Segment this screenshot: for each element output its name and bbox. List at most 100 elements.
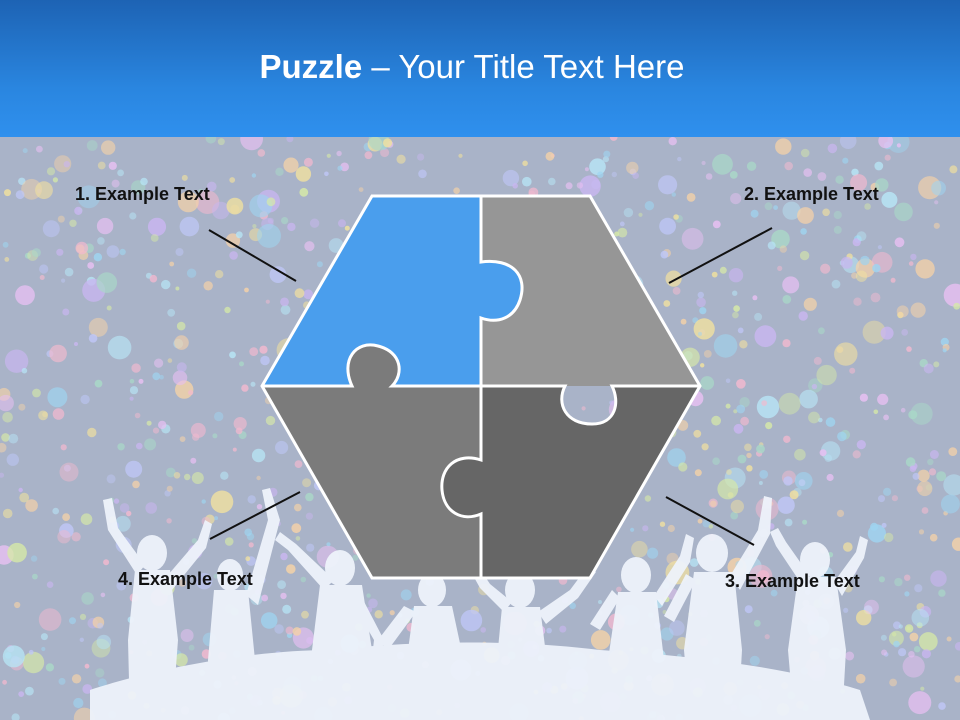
confetti-dot <box>680 318 687 325</box>
confetti-dot <box>713 334 738 358</box>
confetti-dot <box>905 457 916 467</box>
confetti-dot <box>126 510 132 517</box>
confetti-dot <box>30 555 38 562</box>
confetti-dot <box>873 409 879 415</box>
confetti-dot <box>609 137 618 141</box>
confetti-dot <box>73 707 95 720</box>
confetti-dot <box>374 610 383 619</box>
confetti-dot <box>59 523 74 538</box>
confetti-dot <box>598 600 602 604</box>
confetti-dot <box>117 443 125 451</box>
confetti-dot <box>856 440 866 450</box>
confetti-dot <box>106 245 120 258</box>
confetti-dot <box>775 138 792 155</box>
confetti-dot <box>176 362 187 373</box>
confetti-dot <box>717 478 739 500</box>
confetti-dot <box>719 266 727 274</box>
confetti-dot <box>860 255 870 266</box>
confetti-dot <box>294 503 302 512</box>
confetti-dot <box>659 217 676 235</box>
confetti-dot <box>875 178 889 192</box>
confetti-dot <box>266 197 276 207</box>
confetti-dot <box>697 291 704 299</box>
confetti-dot <box>191 538 198 544</box>
confetti-dot <box>181 174 188 181</box>
confetti-dot <box>274 624 284 634</box>
confetti-dot <box>750 209 759 218</box>
confetti-dot <box>896 143 902 148</box>
title-rest: – Your Title Text Here <box>362 48 685 85</box>
confetti-dot <box>2 645 25 668</box>
confetti-dot <box>107 335 132 360</box>
confetti-dot <box>352 554 359 561</box>
confetti-dot <box>4 349 29 373</box>
confetti-dot <box>396 154 406 164</box>
confetti-dot <box>559 625 567 633</box>
confetti-dot <box>136 442 143 450</box>
confetti-dot <box>700 363 705 368</box>
confetti-dot <box>677 156 682 162</box>
confetti-dot <box>306 543 315 552</box>
confetti-dot <box>400 589 412 601</box>
confetti-dot <box>864 203 871 210</box>
confetti-dot <box>834 342 858 366</box>
confetti-dot <box>940 337 949 346</box>
confetti-dot <box>295 536 301 541</box>
confetti-dot <box>816 364 837 386</box>
confetti-dot <box>97 678 107 688</box>
confetti-dot <box>831 279 841 289</box>
confetti-dot <box>303 157 313 167</box>
confetti-dot <box>74 206 83 215</box>
confetti-dot <box>660 627 674 641</box>
confetti-dot <box>904 624 914 633</box>
confetti-dot <box>777 496 795 514</box>
confetti-dot <box>196 573 213 590</box>
confetti-dot <box>803 168 812 177</box>
confetti-dot <box>52 177 59 183</box>
confetti-dot <box>833 225 842 234</box>
confetti-dot <box>164 490 171 497</box>
confetti-dot <box>921 507 929 514</box>
confetti-dot <box>754 325 777 348</box>
confetti-dot <box>880 326 894 340</box>
confetti-dot <box>188 390 194 396</box>
confetti-dot <box>912 472 920 480</box>
confetti-dot <box>929 450 939 459</box>
confetti-dot <box>56 248 64 256</box>
confetti-dot <box>251 448 266 463</box>
confetti-dot <box>849 367 856 374</box>
confetti-dot <box>579 175 601 197</box>
confetti-dot <box>77 185 101 209</box>
confetti-dot <box>239 361 244 367</box>
confetti-dot <box>71 532 81 542</box>
confetti-dot <box>131 363 141 373</box>
confetti-dot <box>256 504 263 510</box>
confetti-dot <box>820 263 831 274</box>
confetti-dot <box>96 634 112 650</box>
confetti-dot <box>82 684 93 694</box>
confetti-dot <box>129 212 137 220</box>
confetti-dot <box>896 305 909 318</box>
confetti-dot <box>281 217 289 225</box>
confetti-dot <box>802 519 808 525</box>
confetti-dot <box>859 393 869 402</box>
confetti-dot <box>97 161 106 170</box>
confetti-dot <box>87 262 95 269</box>
confetti-dot <box>232 447 237 452</box>
confetti-dot <box>94 379 103 388</box>
confetti-dot <box>700 376 715 390</box>
confetti-dot <box>686 193 696 202</box>
confetti-dot <box>80 513 93 525</box>
confetti-dot <box>522 176 532 187</box>
confetti-dot <box>14 601 21 609</box>
confetti-dot <box>883 414 889 421</box>
confetti-dot <box>770 589 778 597</box>
confetti-dot <box>545 151 555 161</box>
confetti-dot <box>47 387 68 408</box>
confetti-dot <box>917 469 930 482</box>
confetti-dot <box>134 412 141 419</box>
confetti-dot <box>220 471 229 480</box>
confetti-dot <box>910 253 917 261</box>
example-text-3: 3. Example Text <box>725 571 860 591</box>
